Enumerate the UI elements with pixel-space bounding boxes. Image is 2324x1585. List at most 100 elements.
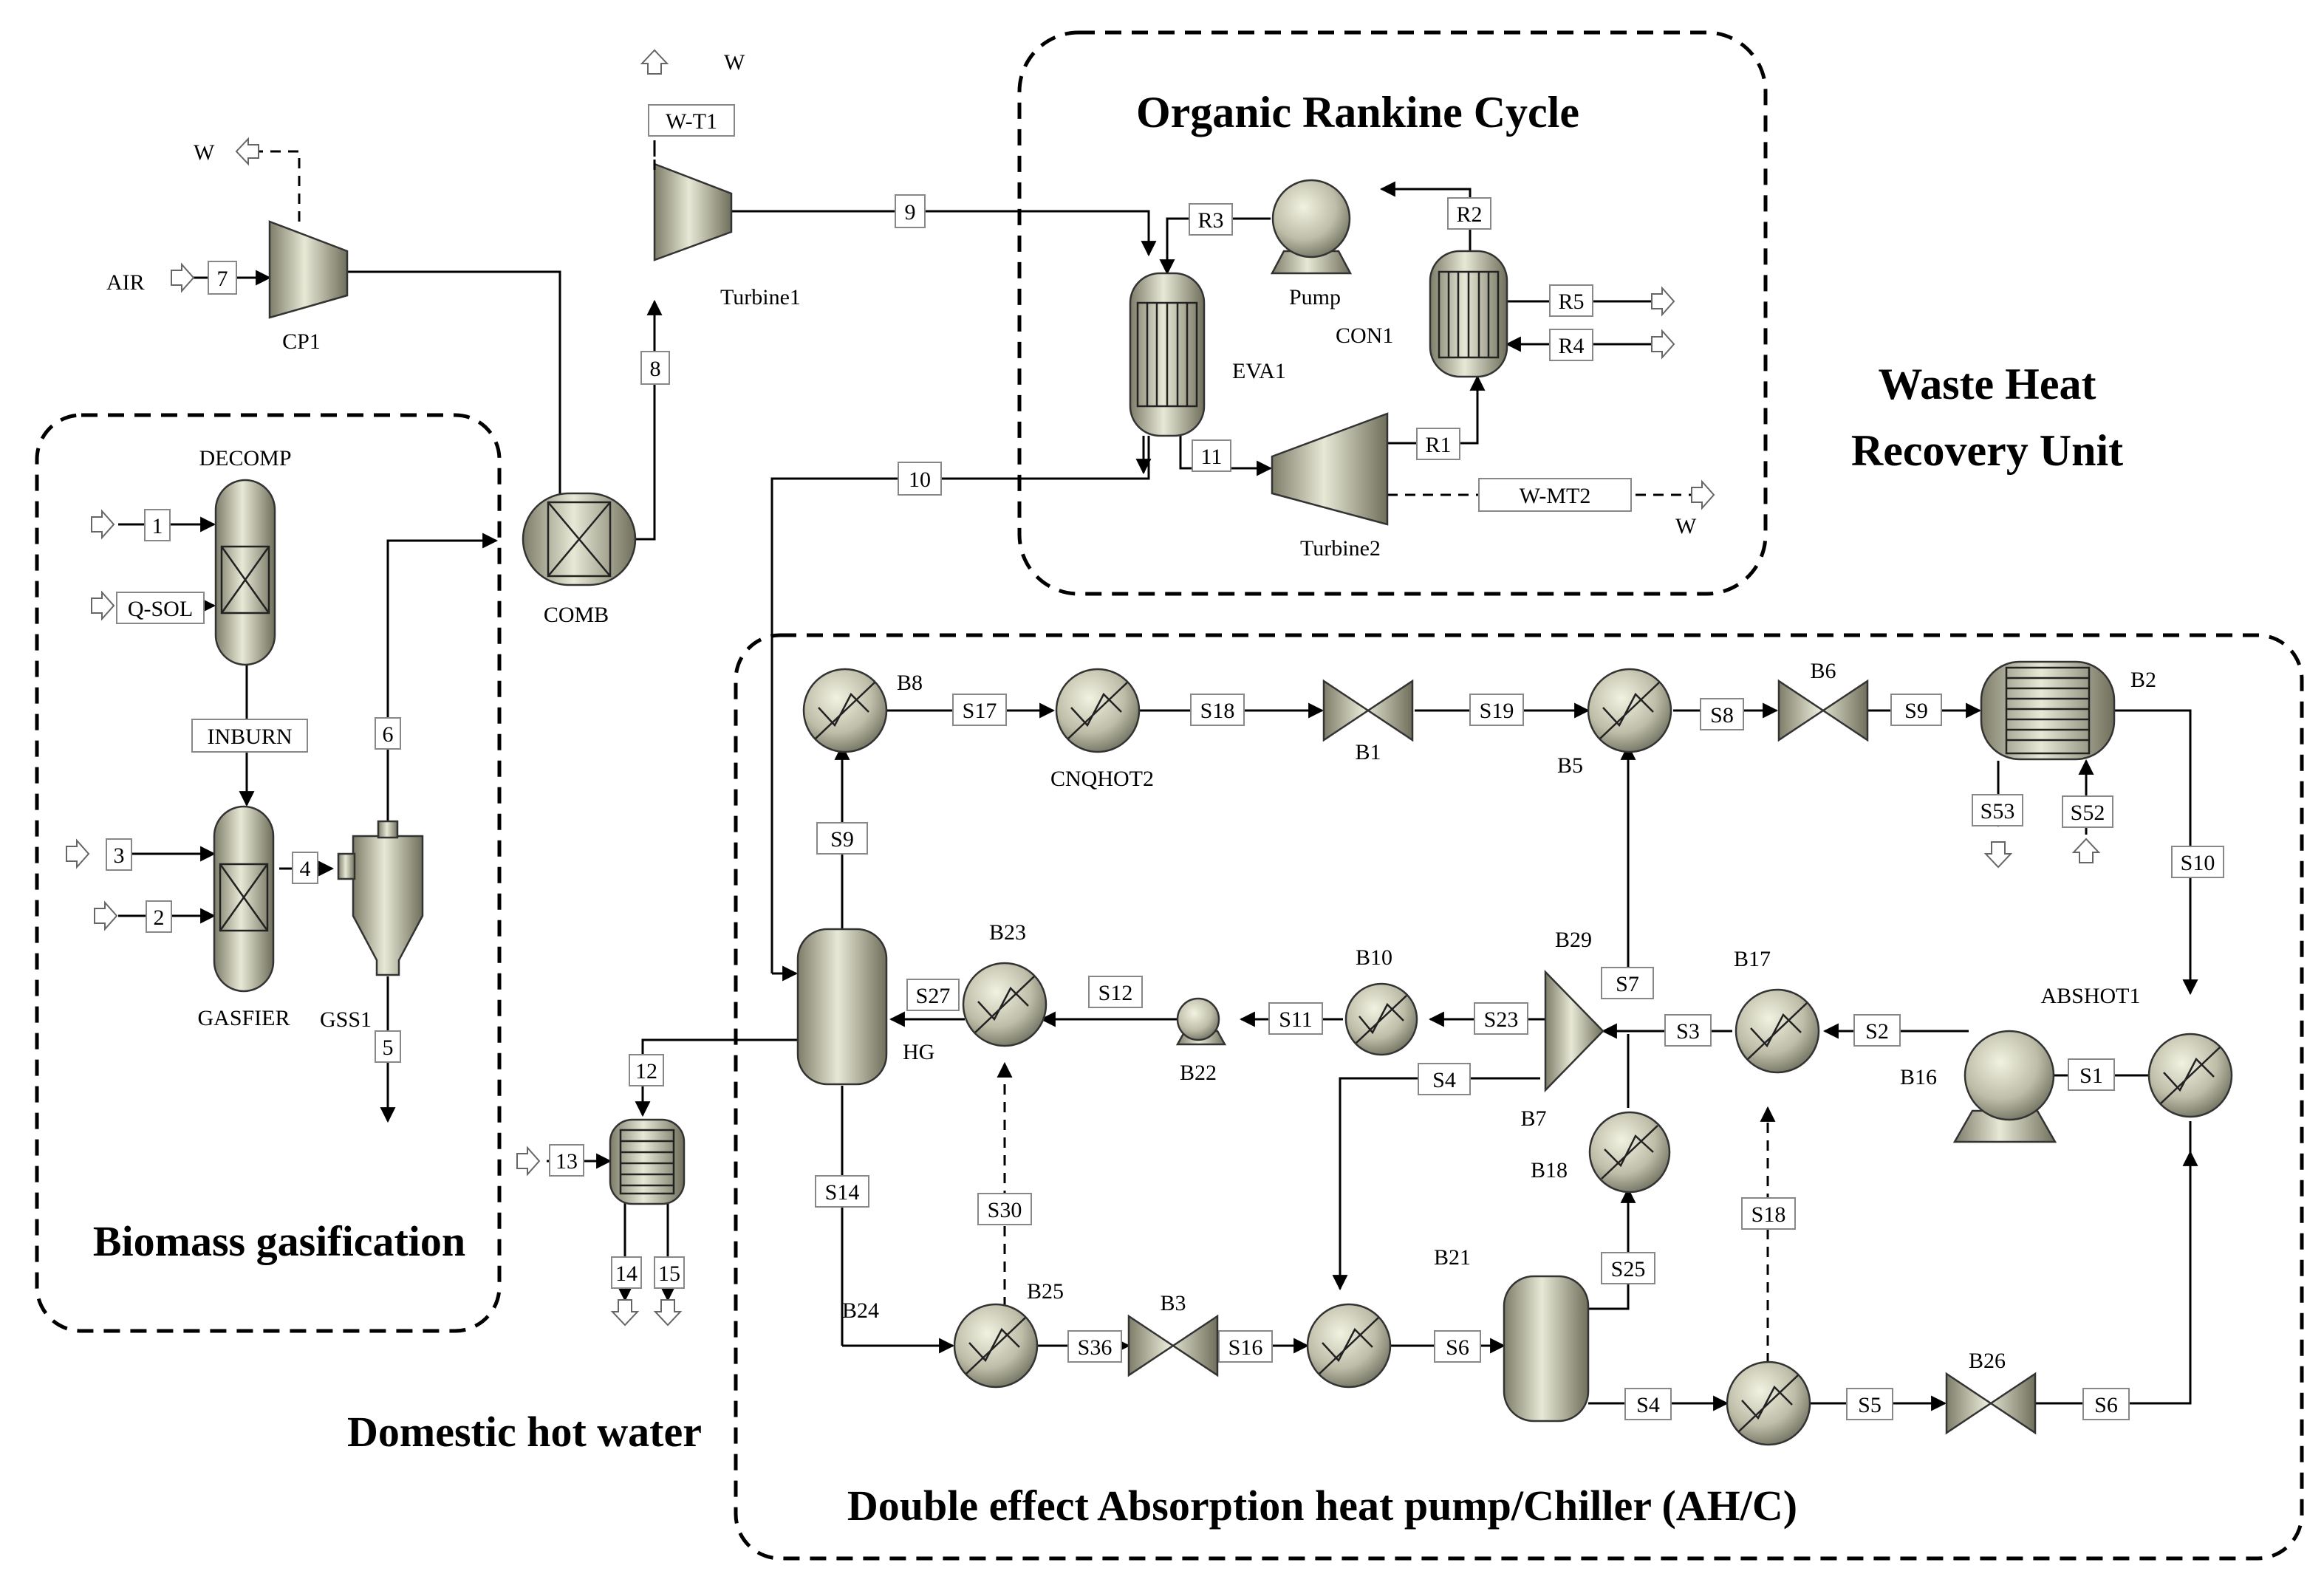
valve-b1[interactable]	[1322, 679, 1414, 742]
stream-12: 12	[629, 1054, 664, 1086]
condenser-con1[interactable]	[1429, 250, 1508, 378]
svg-text:S4: S4	[1636, 1393, 1660, 1417]
svg-text:6: 6	[383, 722, 394, 747]
stream-S11: S11	[1268, 1002, 1323, 1035]
heat-exchanger-b4-lower[interactable]	[1726, 1360, 1811, 1446]
abshot1-label: ABSHOT1	[2040, 984, 2140, 1008]
dhw-title: Domestic hot water	[347, 1408, 702, 1456]
combustor-comb[interactable]	[522, 492, 637, 586]
svg-text:2: 2	[154, 906, 165, 930]
heat-exchanger-b2[interactable]	[1980, 660, 2116, 761]
valve-b26[interactable]	[1945, 1372, 2037, 1435]
stream-w-t1: W-T1	[648, 104, 735, 137]
evaporator-eva1[interactable]	[1129, 272, 1206, 437]
biomass-region-boundary	[35, 413, 502, 1333]
stream-14: 14	[611, 1256, 642, 1289]
gss1-label: GSS1	[320, 1007, 372, 1032]
svg-text:S3: S3	[1676, 1019, 1700, 1044]
splitter-b7[interactable]	[1544, 969, 1604, 1093]
svg-text:13: 13	[556, 1149, 578, 1174]
svg-text:S27: S27	[916, 984, 951, 1008]
stream-S4-low: S4	[1624, 1388, 1672, 1420]
feed-arrows	[66, 49, 2101, 1326]
b17-label: B17	[1734, 947, 1771, 971]
pump-label: Pump	[1289, 285, 1341, 309]
heat-exchanger-b10[interactable]	[1344, 982, 1418, 1056]
svg-text:10: 10	[909, 468, 931, 492]
turbine-turbine1[interactable]	[653, 162, 733, 261]
feed-13-arrow	[516, 1146, 541, 1177]
stream-r3: R3	[1189, 203, 1233, 236]
reactor-gasfier[interactable]	[213, 805, 275, 993]
stream-r2: R2	[1447, 197, 1491, 230]
svg-text:S25: S25	[1611, 1257, 1646, 1281]
stream-S1: S1	[2068, 1058, 2115, 1091]
heat-exchanger-abshot1[interactable]	[2147, 1033, 2233, 1118]
stream-S18-top: S18	[1190, 694, 1245, 726]
stream-r4: R4	[1549, 329, 1593, 361]
air-feed-arrow	[171, 262, 195, 293]
stream-2: 2	[146, 900, 172, 933]
stream-S17: S17	[952, 694, 1007, 726]
svg-text:R3: R3	[1197, 208, 1223, 233]
stream-5: 5	[375, 1030, 401, 1063]
stream-inburn: INBURN	[191, 719, 308, 753]
stream-r1: R1	[1416, 428, 1460, 460]
separator-gss1[interactable]	[337, 820, 424, 976]
stream-S36: S36	[1067, 1330, 1122, 1363]
reactor-decomp[interactable]	[214, 479, 276, 666]
product-15-arrow	[653, 1299, 683, 1326]
w-t1-label: W	[724, 50, 745, 75]
heat-exchanger-b23[interactable]	[962, 962, 1047, 1047]
orc-region-boundary	[1017, 30, 1768, 596]
svg-text:S36: S36	[1078, 1335, 1113, 1360]
stream-S8: S8	[1700, 698, 1744, 730]
compressor-cp1[interactable]	[268, 220, 349, 319]
decomp-label: DECOMP	[199, 446, 291, 470]
pump-b22[interactable]	[1175, 997, 1227, 1046]
stream-9: 9	[895, 194, 926, 228]
product-14-arrow	[610, 1299, 640, 1326]
w-mt2-label: W	[1675, 514, 1697, 538]
heat-exchanger-b25[interactable]	[953, 1303, 1039, 1389]
heat-exchanger-cnqhot2[interactable]	[1055, 668, 1141, 753]
svg-text:3: 3	[114, 843, 125, 868]
b7-label: B7	[1520, 1106, 1546, 1131]
valve-b6[interactable]	[1777, 679, 1869, 742]
b24-label: B24	[842, 1298, 879, 1323]
cp1-label: CP1	[282, 329, 321, 354]
heat-exchanger-b5[interactable]	[1587, 668, 1672, 753]
pump-orc[interactable]	[1270, 179, 1353, 275]
heat-exchanger-b17[interactable]	[1735, 988, 1820, 1074]
turbine2-label: Turbine2	[1300, 536, 1381, 561]
pump-b16[interactable]	[1952, 1030, 2057, 1143]
svg-text:S2: S2	[1865, 1019, 1889, 1044]
stream-S9-left: S9	[816, 822, 868, 855]
stream-S16: S16	[1218, 1330, 1273, 1363]
turbine-turbine2[interactable]	[1271, 412, 1389, 526]
stream-S4-mid: S4	[1418, 1063, 1471, 1095]
vessel-b21[interactable]	[1503, 1275, 1590, 1423]
heat-exchanger-dhw[interactable]	[609, 1118, 686, 1205]
stream-S27: S27	[906, 979, 960, 1011]
generator-hg[interactable]	[796, 928, 888, 1086]
svg-text:4: 4	[300, 857, 311, 881]
svg-text:S1: S1	[2079, 1064, 2103, 1088]
b23-label: B23	[989, 920, 1026, 945]
r5-out-arrow	[1651, 286, 1675, 317]
heat-exchanger-b6-lower[interactable]	[1306, 1303, 1392, 1389]
svg-text:8: 8	[650, 357, 661, 381]
svg-text:S11: S11	[1279, 1007, 1313, 1032]
b2-label: B2	[2130, 668, 2156, 692]
svg-text:S30: S30	[988, 1198, 1022, 1222]
heat-exchanger-b8[interactable]	[802, 668, 888, 753]
b1-label: B1	[1355, 740, 1381, 764]
b26-label: B26	[1969, 1349, 2006, 1373]
valve-b3[interactable]	[1127, 1314, 1219, 1377]
svg-text:S7: S7	[1616, 972, 1639, 996]
svg-text:S10: S10	[2181, 851, 2215, 875]
w-cp1-arrow	[235, 137, 259, 166]
heat-exchanger-b18[interactable]	[1588, 1111, 1671, 1194]
ahc-title: Double effect Absorption heat pump/Chill…	[847, 1482, 1797, 1530]
